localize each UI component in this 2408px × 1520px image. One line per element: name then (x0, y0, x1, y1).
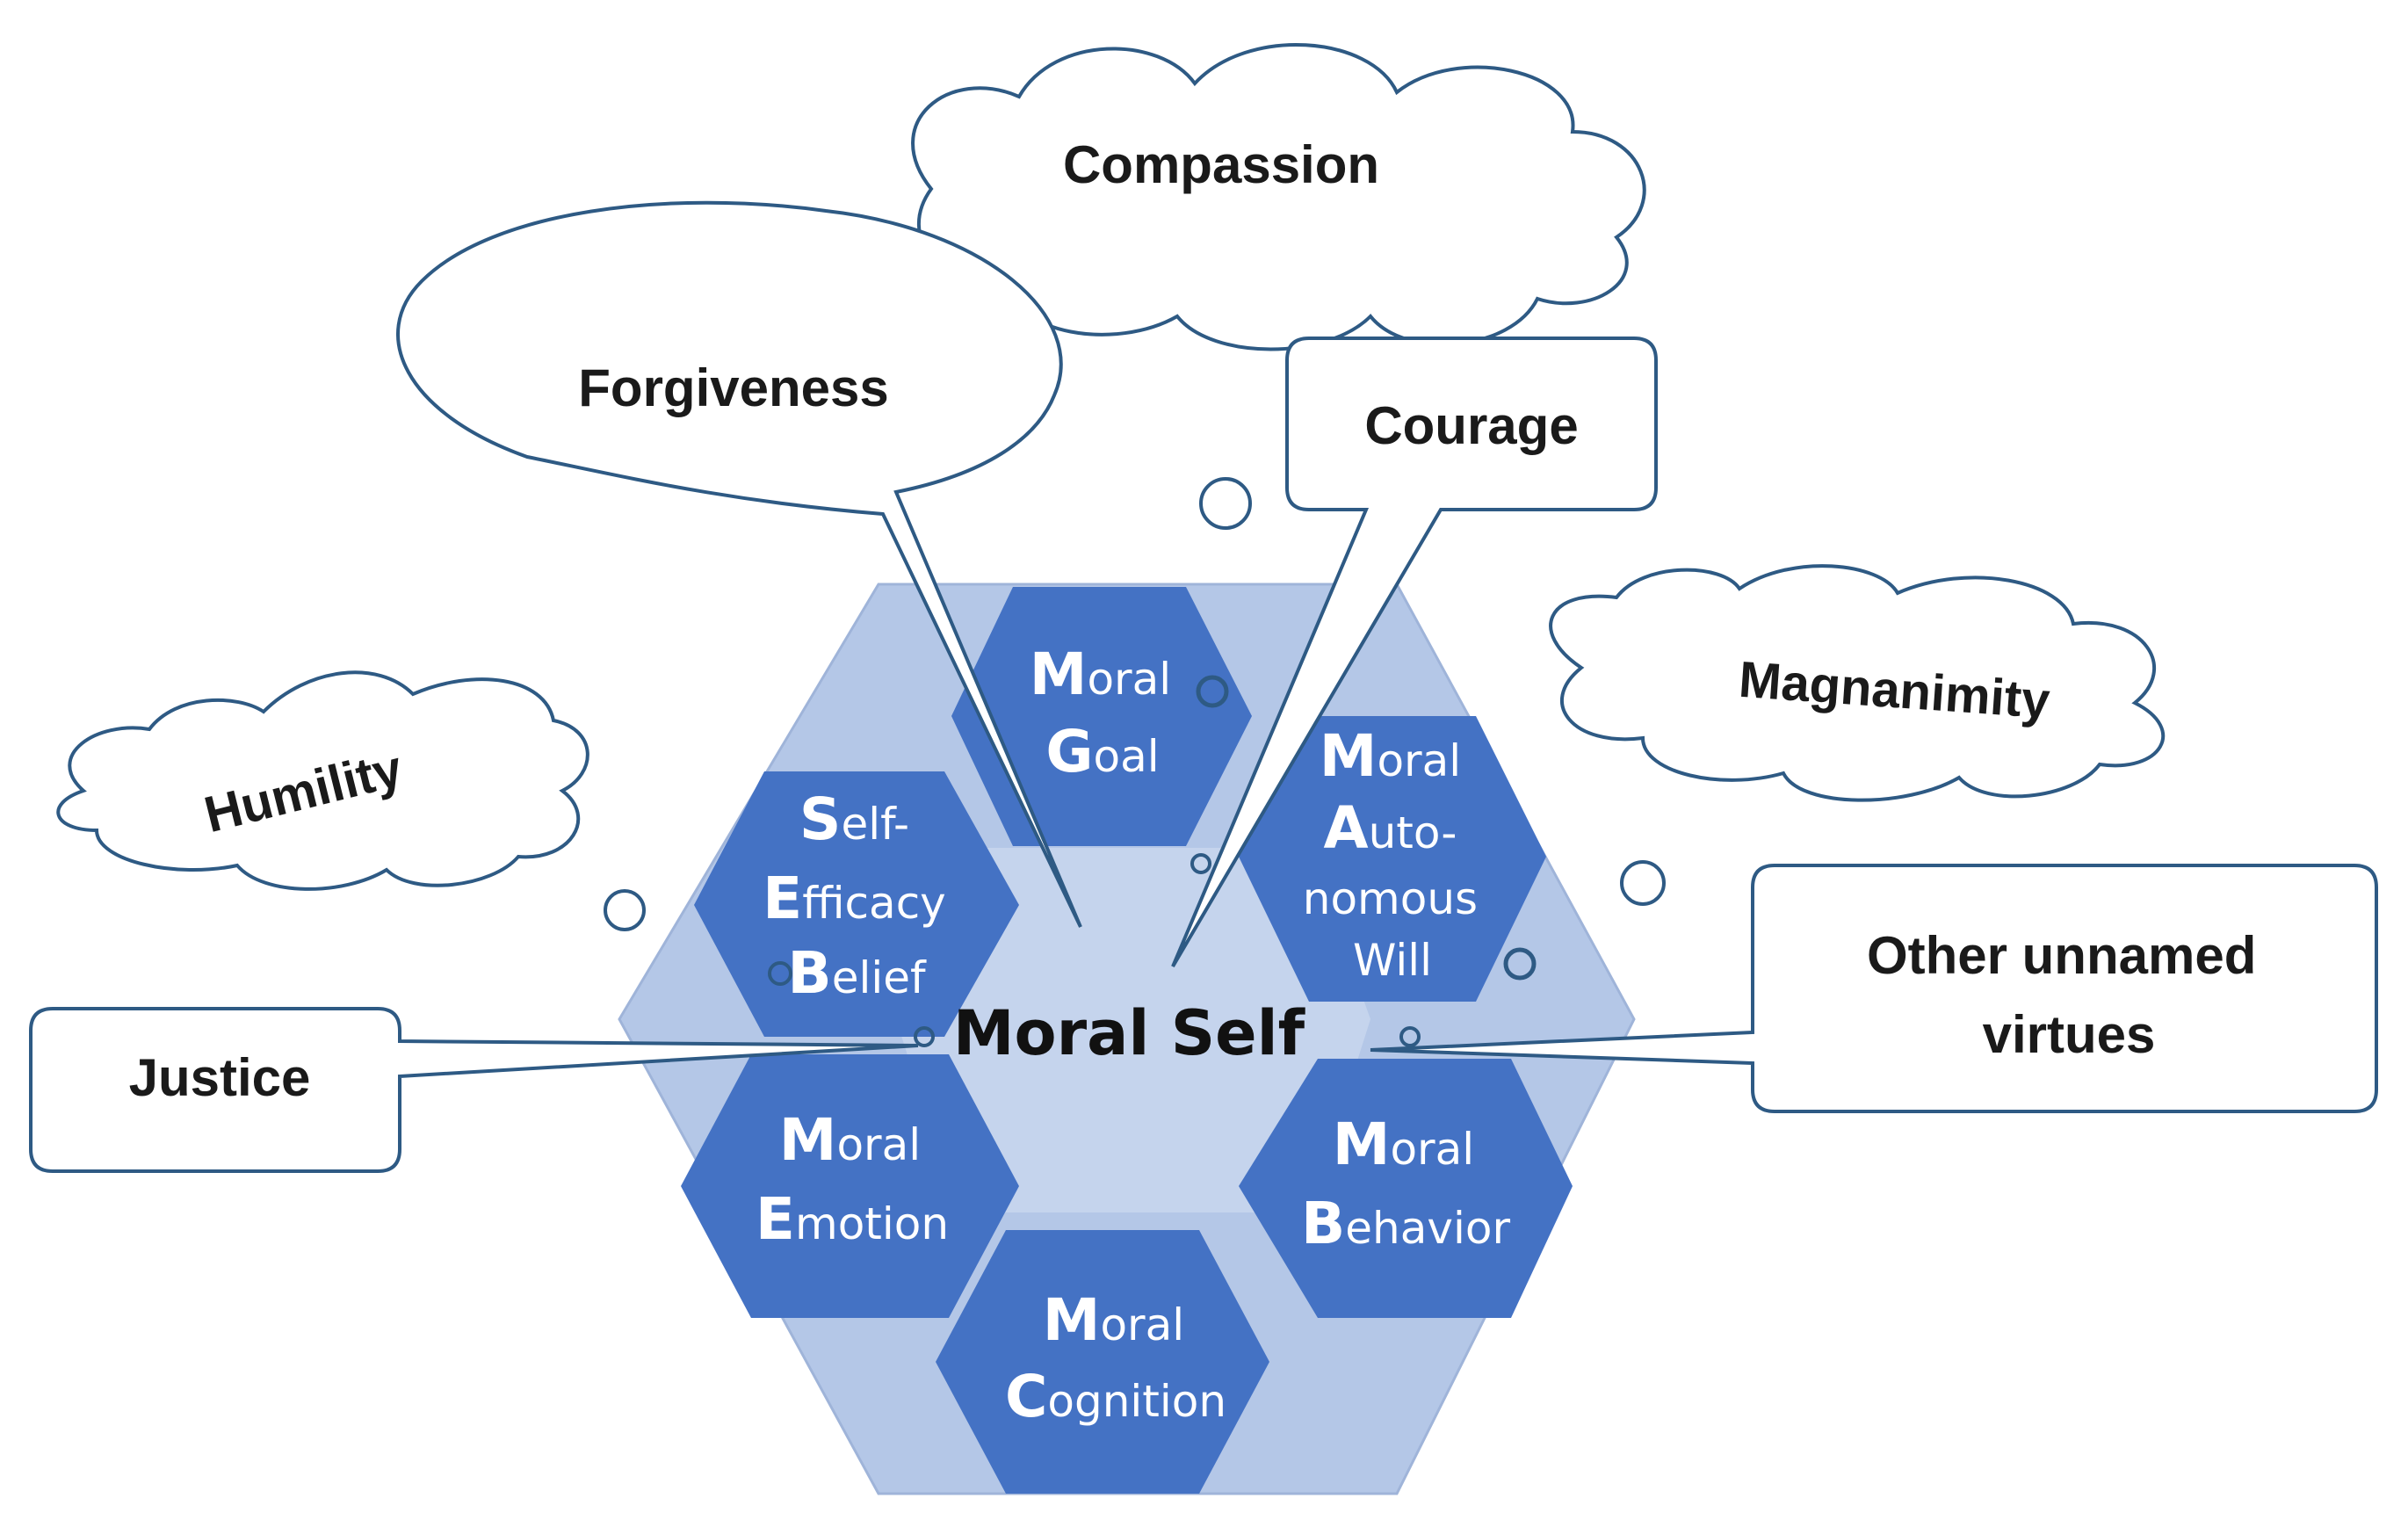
connector-dot (1503, 947, 1537, 981)
virtue-compassion-cloud: Compassion (911, 43, 1646, 351)
connector-dot (1196, 675, 1229, 708)
svg-text:Moral Behavior: Moral Behavior (1301, 1111, 1510, 1257)
svg-text:Courage: Courage (1364, 396, 1578, 455)
connector-dot (1399, 1026, 1421, 1047)
connector-dot (1190, 853, 1211, 874)
virtue-justice-callout: Justice (29, 1007, 919, 1173)
hexagon-inner-panel (896, 848, 1370, 1212)
component-self-efficacy-belief: Self- Efficacy Belief (694, 771, 1019, 1037)
connector-dot (914, 1026, 935, 1047)
svg-text:Moral Cognition: Moral Cognition (1005, 1286, 1226, 1430)
svg-text:Moral Emotion: Moral Emotion (756, 1106, 949, 1253)
thought-bubble-dot (1199, 477, 1252, 530)
thought-bubble-dot (604, 889, 646, 931)
svg-text:Compassion: Compassion (1063, 135, 1379, 194)
svg-text:Self- Efficacy Bel: Self- Efficacy Belief (763, 785, 951, 1007)
component-moral-behavior: Moral Behavior (1239, 1059, 1573, 1318)
connector-dot (768, 961, 792, 986)
component-moral-cognition: Moral Cognition (936, 1230, 1269, 1494)
svg-text:Moral Auto- nomous: Moral Auto- nomous Will (1303, 722, 1482, 986)
virtue-forgiveness-callout: Forgiveness (396, 200, 1082, 928)
virtue-other-unnamed-callout: Other unnamed virtues (1370, 864, 2378, 1113)
svg-text:Forgiveness: Forgiveness (578, 358, 888, 417)
component-moral-goal: Moral Goal (951, 587, 1252, 846)
virtue-magnanimity-cloud: Magnanimity (1549, 564, 2165, 802)
virtue-courage-callout: Courage (1171, 337, 1658, 968)
svg-text:Moral Goal: Moral Goal (1030, 641, 1175, 785)
virtue-humility-cloud: Humility (56, 670, 589, 891)
svg-text:Justice: Justice (129, 1048, 311, 1107)
thought-bubble-dot (1620, 860, 1666, 906)
component-moral-autonomous-will: Moral Auto- nomous Will (1239, 716, 1546, 1002)
center-label: Moral Self (953, 997, 1306, 1069)
svg-text:Other unnamed virtues: Other unnamed virtues (1867, 926, 2271, 1064)
component-moral-emotion: Moral Emotion (681, 1054, 1019, 1318)
